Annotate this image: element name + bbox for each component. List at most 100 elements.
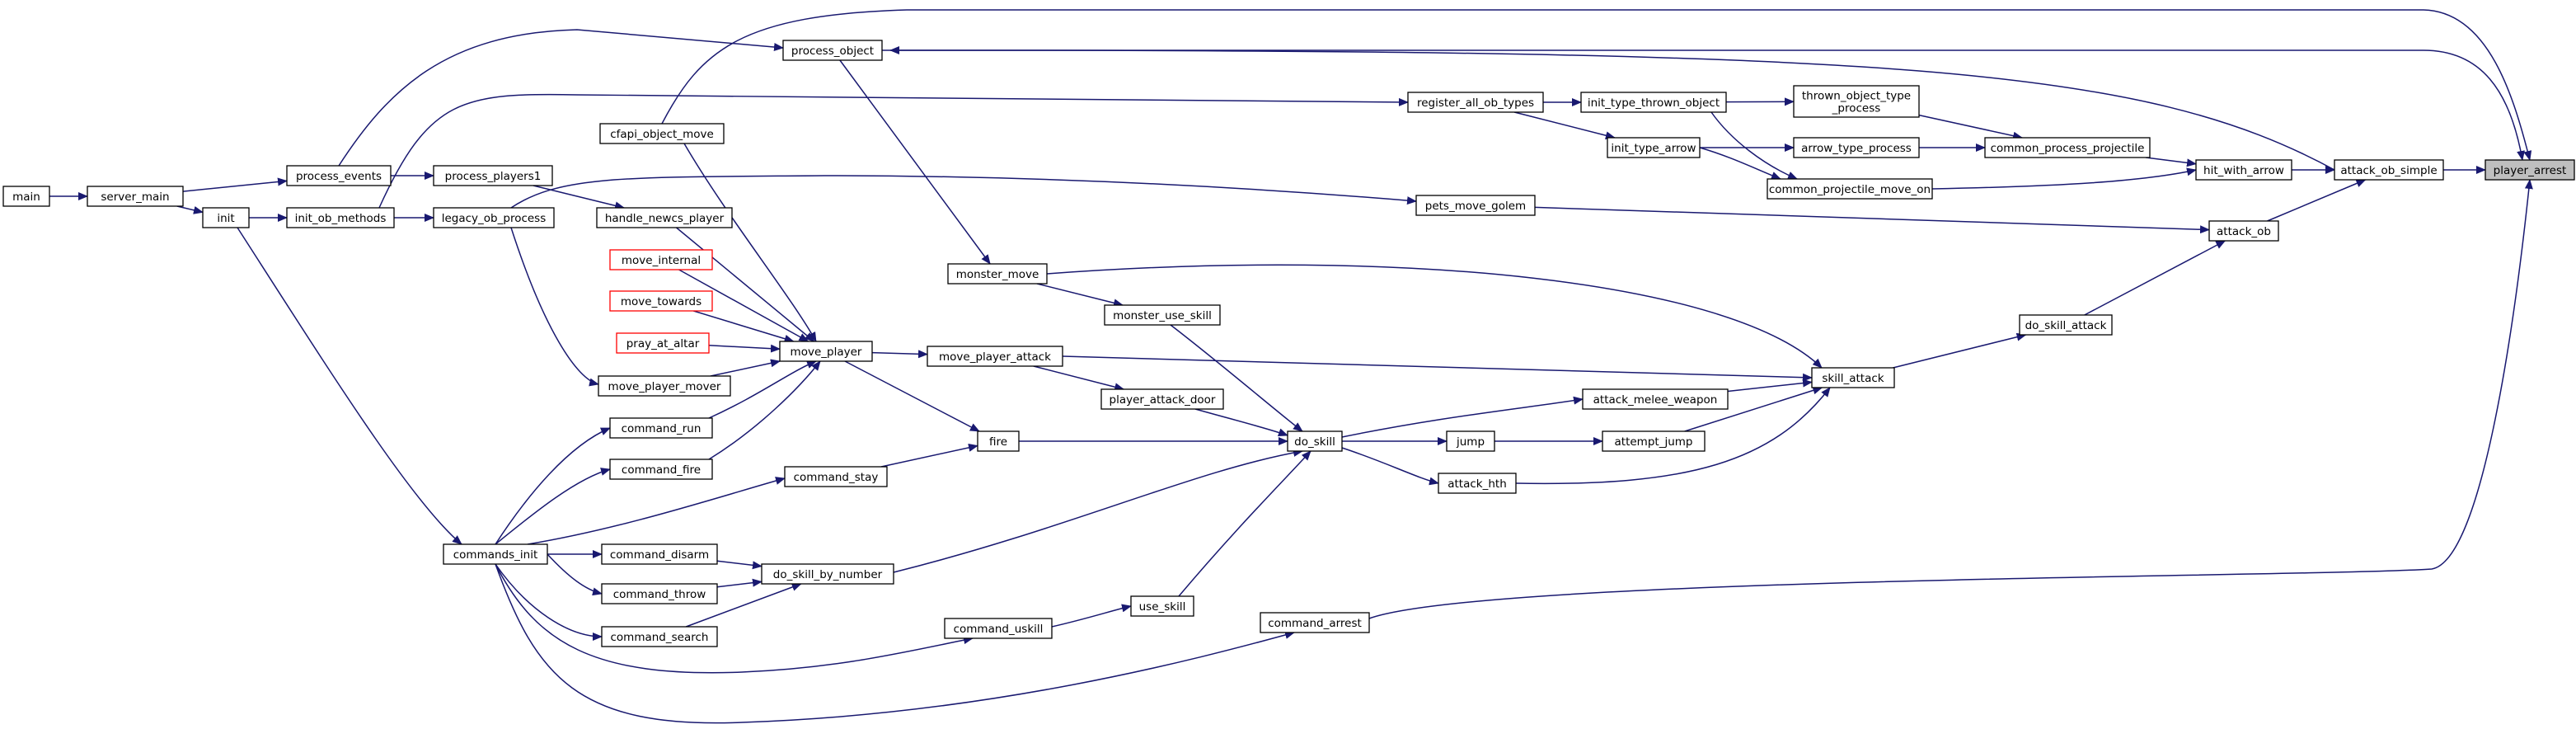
node-box[interactable] (1811, 367, 1895, 388)
node-box[interactable] (1607, 137, 1701, 158)
node-command_throw[interactable]: command_throw (601, 583, 718, 604)
node-move_towards[interactable]: move_towards (609, 290, 713, 312)
node-box[interactable] (1580, 92, 1727, 113)
node-player_arrest[interactable]: player_arrest (2485, 159, 2575, 181)
node-box[interactable] (1602, 430, 1706, 452)
node-thrown_object_type_process[interactable]: thrown_object_type_process (1793, 85, 1920, 118)
node-init_ob_methods[interactable]: init_ob_methods (286, 207, 395, 228)
node-command_run[interactable]: command_run (609, 417, 713, 439)
node-fire[interactable]: fire (977, 430, 1020, 452)
node-box[interactable] (1287, 430, 1343, 452)
node-do_skill_by_number[interactable]: do_skill_by_number (761, 563, 894, 585)
node-box[interactable] (601, 583, 718, 604)
node-box[interactable] (1100, 388, 1224, 410)
node-legacy_ob_process[interactable]: legacy_ob_process (433, 207, 555, 228)
node-attack_ob_simple[interactable]: attack_ob_simple (2334, 159, 2444, 181)
node-attack_ob[interactable]: attack_ob (2208, 220, 2279, 242)
node-box[interactable] (601, 543, 718, 565)
node-register_all_ob_types[interactable]: register_all_ob_types (1407, 92, 1544, 113)
node-command_fire[interactable]: command_fire (609, 459, 713, 480)
node-skill_attack[interactable]: skill_attack (1811, 367, 1895, 388)
node-box[interactable] (616, 332, 710, 354)
node-box[interactable] (443, 543, 548, 565)
node-move_player_attack[interactable]: move_player_attack (927, 346, 1063, 367)
node-box[interactable] (761, 563, 894, 585)
node-box[interactable] (596, 207, 733, 228)
node-use_skill[interactable]: use_skill (1130, 595, 1194, 617)
node-box[interactable] (947, 263, 1048, 285)
node-command_uskill[interactable]: command_uskill (944, 618, 1053, 639)
node-box[interactable] (1438, 473, 1517, 494)
node-box[interactable] (779, 341, 873, 362)
node-box[interactable] (2019, 314, 2113, 336)
node-pets_move_golem[interactable]: pets_move_golem (1415, 195, 1536, 216)
node-box[interactable] (1767, 178, 1933, 200)
node-arrow_type_process[interactable]: arrow_type_process (1793, 137, 1920, 158)
node-box[interactable] (286, 165, 392, 186)
node-attack_melee_weapon[interactable]: attack_melee_weapon (1582, 388, 1729, 410)
node-box[interactable] (599, 123, 725, 144)
node-box[interactable] (2334, 159, 2444, 181)
node-box[interactable] (977, 430, 1020, 452)
node-box[interactable] (286, 207, 395, 228)
node-do_skill[interactable]: do_skill (1287, 430, 1343, 452)
node-box[interactable] (433, 165, 553, 186)
node-box[interactable] (1984, 137, 2151, 158)
node-box[interactable] (1260, 612, 1370, 633)
node-commands_init[interactable]: commands_init (443, 543, 548, 565)
node-move_internal[interactable]: move_internal (609, 249, 713, 270)
node-command_search[interactable]: command_search (601, 626, 718, 647)
node-attack_hth[interactable]: attack_hth (1438, 473, 1517, 494)
node-process_players1[interactable]: process_players1 (433, 165, 553, 186)
node-box[interactable] (598, 375, 731, 397)
node-handle_newcs_player[interactable]: handle_newcs_player (596, 207, 733, 228)
node-box[interactable] (1415, 195, 1536, 216)
node-common_projectile_move_on[interactable]: common_projectile_move_on (1767, 178, 1933, 200)
node-box[interactable] (2208, 220, 2279, 242)
node-box[interactable] (202, 207, 250, 228)
node-move_player_mover[interactable]: move_player_mover (598, 375, 731, 397)
node-box[interactable] (944, 618, 1053, 639)
node-monster_move[interactable]: monster_move (947, 263, 1048, 285)
node-box[interactable] (87, 186, 184, 207)
node-box[interactable] (1104, 304, 1221, 326)
node-process_events[interactable]: process_events (286, 165, 392, 186)
node-box[interactable] (1793, 85, 1920, 118)
node-server_main[interactable]: server_main (87, 186, 184, 207)
node-box[interactable] (782, 40, 883, 61)
node-box[interactable] (1130, 595, 1194, 617)
node-main[interactable]: main (2, 186, 50, 207)
node-monster_use_skill[interactable]: monster_use_skill (1104, 304, 1221, 326)
node-common_process_projectile[interactable]: common_process_projectile (1984, 137, 2151, 158)
node-box[interactable] (609, 459, 713, 480)
node-init[interactable]: init (202, 207, 250, 228)
node-command_disarm[interactable]: command_disarm (601, 543, 718, 565)
node-box[interactable] (2195, 159, 2292, 181)
node-cfapi_object_move[interactable]: cfapi_object_move (599, 123, 725, 144)
node-box[interactable] (609, 290, 713, 312)
node-process_object[interactable]: process_object (782, 40, 883, 61)
node-box[interactable] (1793, 137, 1920, 158)
node-pray_at_altar[interactable]: pray_at_altar (616, 332, 710, 354)
node-box[interactable] (609, 417, 713, 439)
node-init_type_arrow[interactable]: init_type_arrow (1607, 137, 1701, 158)
node-box[interactable] (1582, 388, 1729, 410)
node-command_arrest[interactable]: command_arrest (1260, 612, 1370, 633)
node-box[interactable] (433, 207, 555, 228)
node-box[interactable] (2485, 159, 2575, 181)
node-attempt_jump[interactable]: attempt_jump (1602, 430, 1706, 452)
node-box[interactable] (1407, 92, 1544, 113)
node-player_attack_door[interactable]: player_attack_door (1100, 388, 1224, 410)
node-box[interactable] (2, 186, 50, 207)
node-box[interactable] (1446, 430, 1495, 452)
node-do_skill_attack[interactable]: do_skill_attack (2019, 314, 2113, 336)
node-box[interactable] (601, 626, 718, 647)
node-box[interactable] (927, 346, 1063, 367)
node-box[interactable] (784, 466, 888, 487)
node-box[interactable] (609, 249, 713, 270)
node-hit_with_arrow[interactable]: hit_with_arrow (2195, 159, 2292, 181)
node-move_player[interactable]: move_player (779, 341, 873, 362)
node-init_type_thrown_object[interactable]: init_type_thrown_object (1580, 92, 1727, 113)
node-jump[interactable]: jump (1446, 430, 1495, 452)
node-command_stay[interactable]: command_stay (784, 466, 888, 487)
